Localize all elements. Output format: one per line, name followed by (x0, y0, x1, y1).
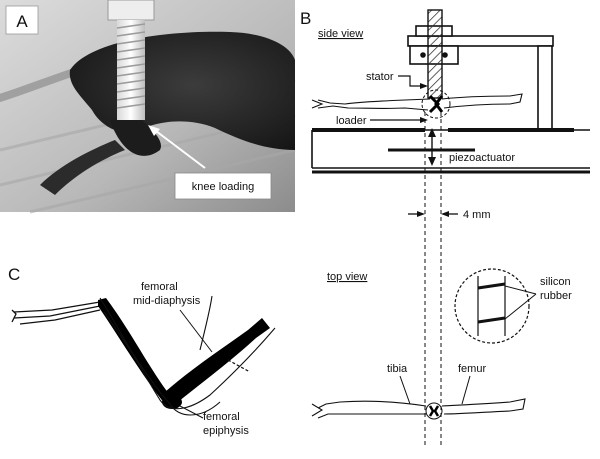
femoral-label-1: femoral (141, 281, 178, 293)
mid-diaphysis-marker (227, 359, 251, 373)
panel-c-letter: C (8, 265, 20, 284)
side-view-title: side view (318, 28, 363, 40)
inset-magnifier (454, 268, 530, 344)
panel-b: B side view stator loader (300, 9, 590, 445)
stator-pointer (398, 75, 426, 87)
femur-bone (165, 318, 270, 402)
leg-outline-outer (99, 297, 276, 410)
panel-b-letter: B (300, 9, 311, 28)
knee-loading-label: knee loading (192, 181, 254, 193)
inset-rod (477, 276, 506, 336)
leg-outline-inner (103, 311, 221, 416)
loader-label: loader (336, 115, 367, 127)
mouse-foot (40, 140, 125, 195)
rubber-label: rubber (540, 290, 572, 302)
knee-joint (421, 89, 451, 119)
top-view-title: top view (327, 271, 367, 283)
stator-rod (427, 9, 443, 99)
panel-a-photo: knee loading A (0, 0, 296, 214)
gap-label: 4 mm (463, 209, 491, 221)
screw-cap (107, 0, 155, 21)
mid-diaphysis-pointer (179, 309, 213, 353)
mid-diaphysis-label: mid-diaphysis (133, 295, 201, 307)
stator-label: stator (366, 71, 394, 83)
tibia-label: tibia (387, 363, 408, 375)
top-view-leg (311, 398, 526, 419)
knee-loading-arrow (151, 127, 206, 169)
top-view-joint (425, 402, 443, 420)
mouse-leg (110, 118, 161, 156)
body-outline (199, 295, 213, 351)
panel-b-top-view: top view silicon rubber tibia femur (311, 268, 572, 420)
panel-c: C femoral mid-diaphysis femoral epiphysi… (8, 265, 276, 437)
side-view-leg (311, 93, 523, 111)
epiphysis-label: epiphysis (203, 425, 249, 437)
panel-a-letter: A (16, 12, 28, 31)
silicon-label: silicon (540, 276, 571, 288)
knee-loading-label-box (174, 172, 272, 200)
knee-joint-c (162, 395, 182, 409)
piezoactuator-label: piezoactuator (449, 152, 515, 164)
epiphysis-pointer (179, 405, 204, 419)
femur-label: femur (458, 363, 486, 375)
foot-bones (11, 301, 101, 325)
loading-screw (116, 20, 146, 120)
femoral-label-2: femoral (203, 411, 240, 423)
